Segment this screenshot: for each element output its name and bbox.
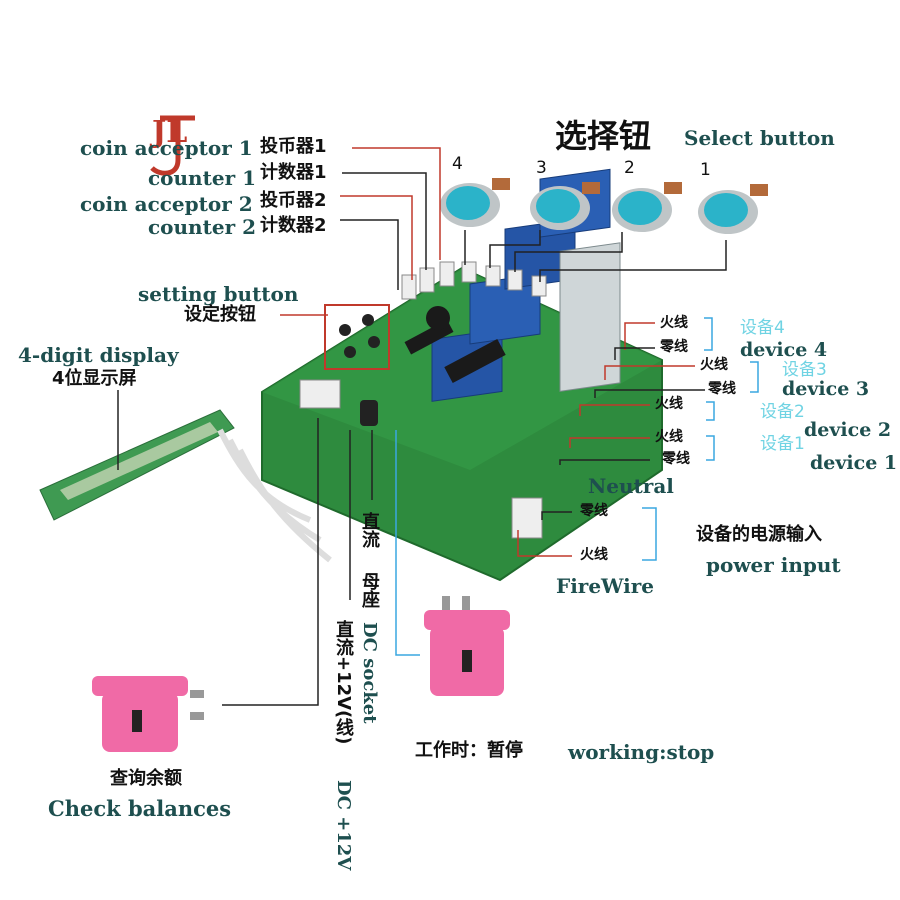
device-3-live-wire: 火线 xyxy=(700,357,728,373)
counter-2-en: counter 2 xyxy=(148,215,256,239)
coin-acceptor-1-en: coin acceptor 1 xyxy=(80,136,253,160)
socket-cn: 母座 xyxy=(359,572,380,608)
leader-lines-top xyxy=(464,230,727,282)
select-button-title-en: Select button xyxy=(684,126,835,150)
select-button-title-cn: 选择钮 xyxy=(555,117,652,155)
device-3-en: device 3 xyxy=(782,378,870,400)
device-1-live-wire: 火线 xyxy=(655,429,683,445)
select-button-number-2: 2 xyxy=(624,158,635,178)
power-neutral-wire: 零线 xyxy=(580,503,608,519)
power-input-cn: 设备的电源输入 xyxy=(696,524,822,545)
select-button-number-1: 1 xyxy=(700,160,711,180)
device-2-cn: 设备2 xyxy=(760,402,805,422)
working-stop-en: working:stop xyxy=(568,740,715,764)
display-cn: 4位显示屏 xyxy=(52,368,137,389)
neutral-en: Neutral xyxy=(588,474,674,498)
firewire-en: FireWire xyxy=(556,574,655,598)
device-4-live-wire: 火线 xyxy=(660,315,688,331)
leader-lines-right xyxy=(517,317,759,561)
lcd-display-module-icon xyxy=(39,409,332,563)
arcade-push-button-icon xyxy=(92,596,510,752)
coin-acceptor-2-en: coin acceptor 2 xyxy=(80,192,253,216)
device-1-neutral-wire: 零线 xyxy=(662,451,690,467)
dc-socket-en: DC socket xyxy=(359,622,380,724)
setting-button-en: setting button xyxy=(138,282,299,306)
working-stop-cn: 工作时：暂停 xyxy=(415,740,523,761)
logo-text: JL xyxy=(152,115,188,150)
coin-acceptor-1-cn: 投币器1 xyxy=(260,136,327,157)
select-button-number-4: 4 xyxy=(452,154,463,174)
select-button-number-3: 3 xyxy=(536,158,547,178)
device-2-live-wire: 火线 xyxy=(655,396,683,412)
counter-1-cn: 计数器1 xyxy=(260,162,327,183)
dc-12v-cn: 直流+12V(线) xyxy=(333,620,354,745)
device-4-neutral-wire: 零线 xyxy=(660,339,688,355)
coin-acceptor-2-cn: 投币器2 xyxy=(260,190,327,211)
device-3-neutral-wire: 零线 xyxy=(708,381,736,397)
dc-cn: 直流 xyxy=(359,512,380,548)
check-balances-en: Check balances xyxy=(48,796,232,821)
power-input-en: power input xyxy=(706,553,841,577)
check-balances-cn: 查询余额 xyxy=(110,768,182,789)
counter-1-en: counter 1 xyxy=(148,166,256,190)
setting-button-cn: 设定按钮 xyxy=(184,304,256,325)
device-1-cn: 设备1 xyxy=(760,434,805,454)
dc-12v-en: DC +12V xyxy=(333,780,354,871)
device-1-en: device 1 xyxy=(810,452,898,474)
device-4-en: device 4 xyxy=(740,339,828,361)
device-3-cn: 设备3 xyxy=(782,360,827,380)
leader-lines-left xyxy=(117,147,441,706)
device-4-cn: 设备4 xyxy=(740,318,785,338)
jl-logo-icon xyxy=(150,115,195,176)
counter-2-cn: 计数器2 xyxy=(260,215,327,236)
power-live-wire: 火线 xyxy=(580,547,608,563)
device-2-en: device 2 xyxy=(804,419,892,441)
display-en: 4-digit display xyxy=(18,343,179,367)
round-push-button-icon xyxy=(440,178,768,234)
